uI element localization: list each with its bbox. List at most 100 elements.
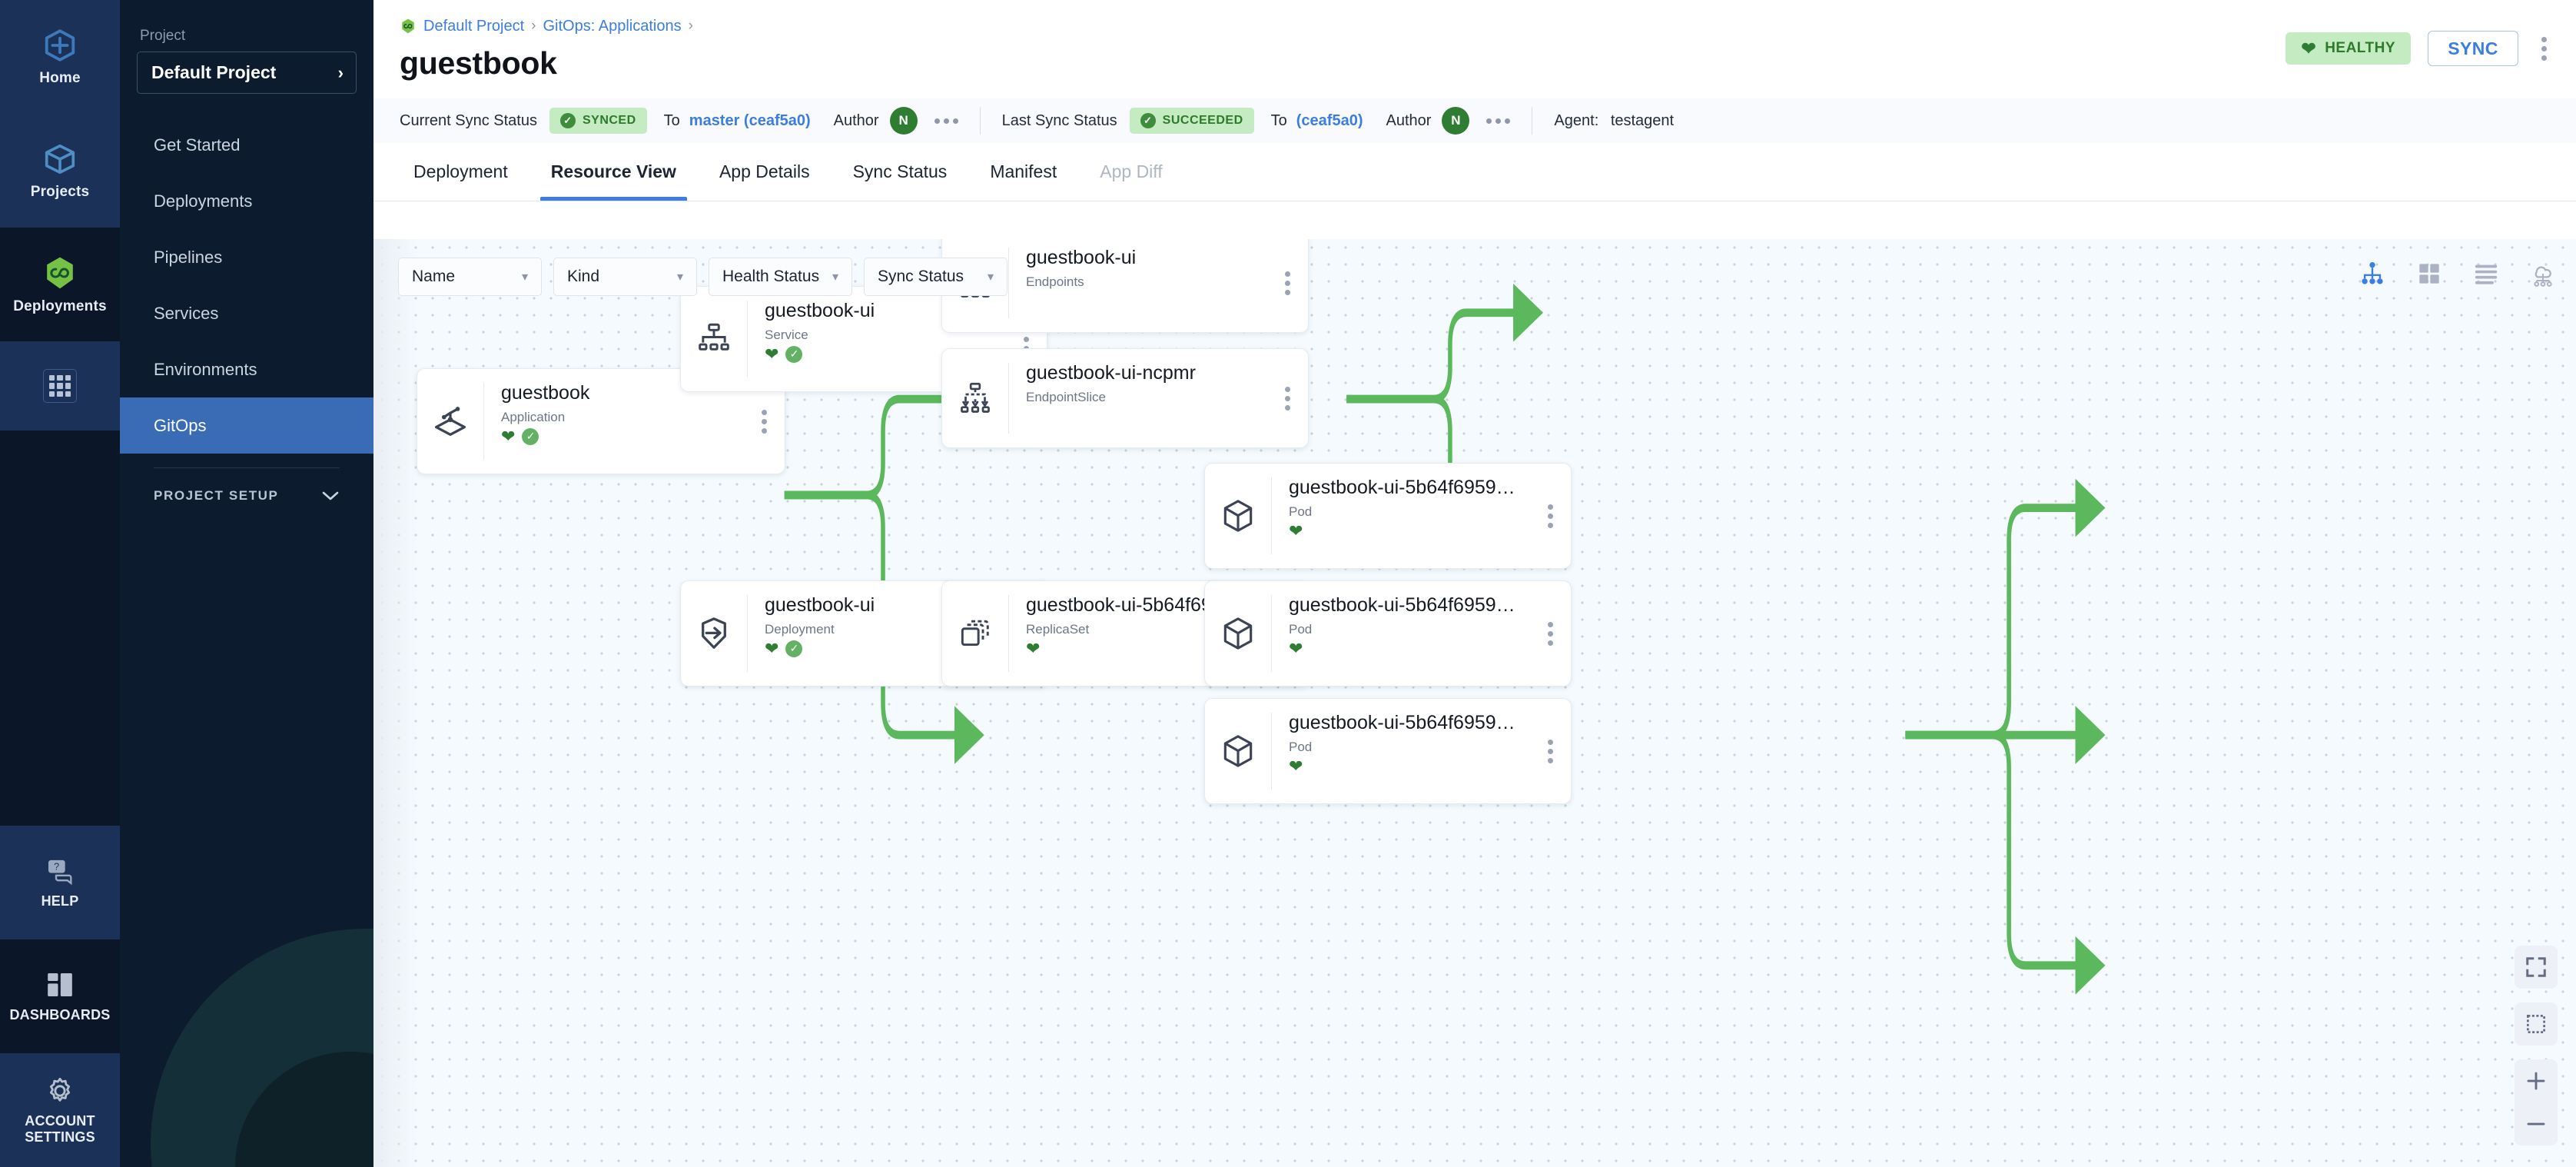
check-circle-icon: ✓ [522, 427, 539, 445]
graph-view-icon[interactable] [2356, 258, 2388, 290]
fit-screen-icon[interactable] [2515, 946, 2558, 989]
apps-grid-icon [43, 369, 77, 403]
rail-item-label: ACCOUNT SETTINGS [25, 1112, 95, 1145]
gitops-infinity-icon [41, 254, 78, 291]
cloud-topology-view-icon[interactable] [2527, 258, 2559, 290]
tab-resource-view[interactable]: Resource View [529, 142, 698, 201]
node-menu-icon[interactable] [1529, 699, 1571, 803]
graph-node-pod-3[interactable]: guestbook-ui-5b64f6959… Pod ❤ [1204, 698, 1572, 804]
breadcrumb-item-default-project[interactable]: Default Project [423, 17, 525, 35]
current-to-label: To [663, 111, 680, 129]
heart-icon: ❤ [765, 344, 779, 364]
node-menu-icon[interactable] [1529, 464, 1571, 568]
rail-item-help[interactable]: ? HELP [0, 826, 120, 939]
node-menu-icon[interactable] [1529, 581, 1571, 686]
sidebar-item-deployments[interactable]: Deployments [154, 191, 253, 211]
rail-item-label: Projects [30, 183, 90, 200]
kebab-vertical-icon[interactable] [2535, 32, 2553, 65]
primary-icon-rail: Home Projects Deployments [0, 0, 120, 1167]
chevron-down-icon: ▾ [832, 271, 838, 284]
rail-item-dashboards[interactable]: DASHBOARDS [0, 939, 120, 1053]
tab-app-details[interactable]: App Details [719, 161, 810, 181]
rail-item-deployments[interactable]: Deployments [0, 228, 120, 341]
sidebar-divider [154, 467, 340, 468]
heart-icon: ❤ [2301, 38, 2317, 58]
help-chat-icon: ? [45, 856, 75, 886]
last-revision-link[interactable]: (ceaf5a0) [1296, 111, 1363, 129]
project-selector[interactable]: Default Project › [137, 52, 357, 94]
node-kind: Pod [1289, 621, 1313, 637]
node-menu-icon[interactable] [1266, 349, 1308, 447]
zoom-out-icon[interactable] [2515, 1102, 2558, 1145]
sidebar-item-environments[interactable]: Environments [154, 359, 257, 379]
rail-item-account-settings[interactable]: ACCOUNT SETTINGS [0, 1053, 120, 1167]
node-menu-icon[interactable] [743, 369, 785, 474]
rail-item-label: Deployments [13, 298, 107, 314]
rail-item-projects[interactable]: Projects [0, 114, 120, 228]
node-divider [1271, 595, 1272, 672]
current-sync-status-chip-label: SYNCED [582, 114, 636, 127]
tab-deployment[interactable]: Deployment [413, 161, 508, 181]
filter-name[interactable]: Name ▾ [398, 258, 542, 296]
filter-sync-status[interactable]: Sync Status ▾ [864, 258, 1007, 296]
node-kind: Endpoints [1026, 274, 1084, 289]
select-area-icon[interactable] [2515, 1002, 2558, 1046]
node-title: guestbook-ui [1026, 247, 1137, 268]
edge-replicaset-to-pod1 [1905, 478, 2106, 740]
agent-value: testagent [1610, 111, 1675, 129]
node-kind: Application [501, 409, 566, 424]
sidebar-project-setup-label: PROJECT SETUP [154, 488, 279, 503]
grid-view-icon[interactable] [2413, 258, 2445, 290]
last-more-icon[interactable] [1486, 118, 1511, 124]
sidebar-item-pipelines[interactable]: Pipelines [154, 247, 223, 267]
filter-health-status[interactable]: Health Status ▾ [709, 258, 852, 296]
sidebar-item-gitops[interactable]: GitOps [120, 397, 373, 454]
node-title: guestbook-ui-ncpmr [1026, 362, 1196, 384]
rail-item-label: Home [39, 69, 81, 86]
current-revision-link[interactable]: master (ceaf5a0) [689, 111, 811, 129]
current-sync-status-label: Current Sync Status [400, 111, 537, 129]
breadcrumb: Default Project › GitOps: Applications › [400, 17, 2550, 35]
tab-sync-status[interactable]: Sync Status [852, 161, 948, 181]
dashboard-grid-icon [45, 969, 75, 1000]
current-more-icon[interactable] [934, 118, 958, 124]
sidebar-project-setup-section[interactable]: PROJECT SETUP [120, 468, 373, 524]
last-sync-status-chip-label: SUCCEEDED [1162, 114, 1243, 127]
service-icon [681, 287, 747, 391]
zoom-in-icon[interactable] [2515, 1059, 2558, 1102]
graph-node-pod-1[interactable]: guestbook-ui-5b64f6959… Pod ❤ [1204, 463, 1572, 569]
divider [979, 107, 981, 135]
sidebar-item-services[interactable]: Services [154, 303, 219, 323]
node-menu-icon[interactable] [1266, 239, 1308, 332]
sync-button[interactable]: SYNC [2428, 31, 2518, 66]
graph-layer: guestbook Application ❤ ✓ [373, 239, 2576, 1167]
resource-graph-canvas[interactable]: Name ▾ Kind ▾ Health Status ▾ Sync Statu… [373, 239, 2576, 1167]
page-header: Default Project › GitOps: Applications ›… [373, 0, 2576, 81]
graph-node-endpointslice[interactable]: guestbook-ui-ncpmr EndpointSlice [941, 348, 1309, 448]
node-title: guestbook-ui-5b64f6959… [1289, 594, 1515, 616]
chevron-down-icon: ▾ [676, 271, 683, 284]
app-switcher-button[interactable] [0, 341, 120, 431]
tab-manifest[interactable]: Manifest [990, 161, 1057, 181]
edge-service-to-endpoints [1346, 283, 1543, 404]
list-view-icon[interactable] [2470, 258, 2502, 290]
avatar: N [1442, 107, 1470, 135]
filter-sync-status-label: Sync Status [878, 268, 964, 285]
heart-icon: ❤ [1289, 638, 1303, 658]
sidebar-item-get-started[interactable]: Get Started [154, 135, 241, 155]
page-title: guestbook [400, 45, 557, 81]
rail-item-home[interactable]: Home [0, 0, 120, 114]
avatar: N [889, 107, 918, 135]
pod-icon [1205, 699, 1271, 803]
graph-node-pod-2[interactable]: guestbook-ui-5b64f6959… Pod ❤ [1204, 580, 1572, 687]
check-circle-icon: ✓ [785, 345, 803, 363]
gitops-infinity-icon [400, 17, 417, 35]
breadcrumb-item-gitops-applications[interactable]: GitOps: Applications [543, 17, 682, 35]
current-sync-status-chip: ✓ SYNCED [549, 108, 647, 134]
heart-icon: ❤ [765, 638, 779, 658]
sidebar-decoration-circle-2 [235, 1052, 373, 1167]
filter-kind[interactable]: Kind ▾ [553, 258, 697, 296]
project-selector-value: Default Project [151, 62, 277, 82]
breadcrumb-separator: › [688, 18, 693, 34]
